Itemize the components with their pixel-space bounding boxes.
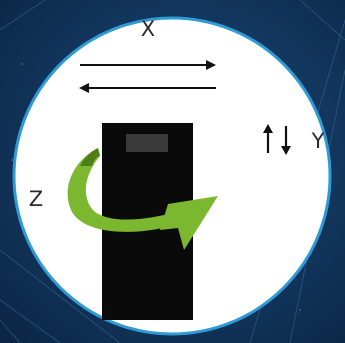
z-axis-label: Z [29, 187, 43, 211]
x-axis-label: X [141, 17, 155, 41]
double-horizontal-arrow-icon [79, 60, 216, 93]
curved-rotation-arrow-icon [67, 148, 218, 250]
device-display [126, 134, 168, 152]
up-down-arrows-icon [263, 124, 291, 155]
y-axis-label: Y [311, 129, 325, 153]
